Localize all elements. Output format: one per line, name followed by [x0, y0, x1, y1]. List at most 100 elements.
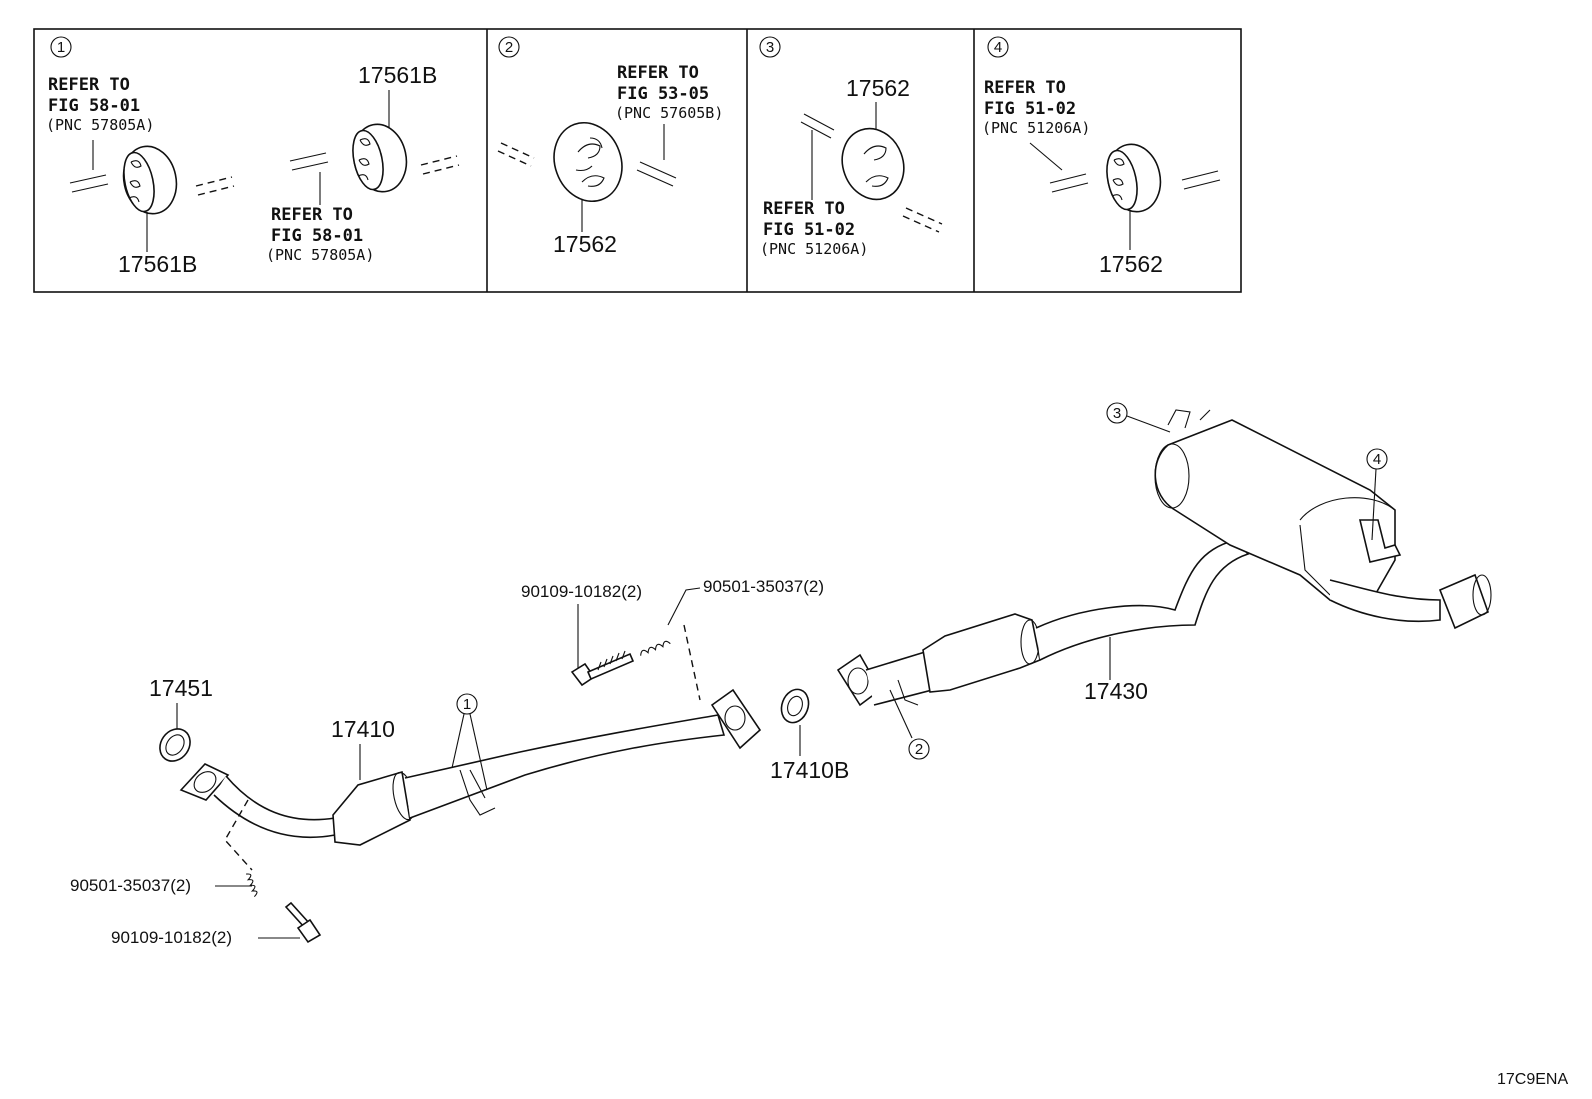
leader-line [1371, 468, 1377, 541]
refer-pnc: (PNC 57805A) [266, 246, 374, 264]
callout-number: 2 [915, 741, 923, 758]
refer-label: REFER TO [617, 63, 699, 83]
callout-circle [50, 36, 72, 58]
alignment-line [683, 624, 701, 701]
callout-number: 2 [505, 39, 513, 56]
part-number-90501-35037: 90501-35037(2) [703, 577, 824, 596]
callout-3: 3 [1106, 402, 1171, 433]
rubber-hanger-icon [553, 121, 623, 203]
flange-icon [179, 763, 230, 801]
leader-line [1029, 142, 1063, 171]
rubber-hanger-icon [352, 123, 408, 193]
leader-line [469, 713, 488, 791]
callout-number: 1 [463, 696, 471, 713]
hanger-rod [1049, 173, 1089, 193]
pipe-section [1035, 539, 1250, 661]
part-number-17561b: 17561B [358, 62, 437, 88]
rubber-hanger-icon [841, 127, 905, 201]
hanger-rod [69, 174, 109, 193]
refer-pnc: (PNC 51206A) [982, 119, 1090, 137]
pipe-section [404, 714, 726, 819]
callout-circle [987, 36, 1009, 58]
callout-number: 3 [1113, 405, 1121, 422]
detail-panels [33, 28, 1242, 293]
hanger-rod [800, 113, 835, 139]
callout-4: 4 [1366, 448, 1388, 541]
refer-pnc: (PNC 51206A) [760, 240, 868, 258]
refer-label: REFER TO [763, 199, 845, 219]
front-pipe-17410: 17410 [179, 688, 762, 846]
gasket-ring-icon [780, 688, 810, 724]
spring-icon [246, 873, 258, 898]
callout-circle [1366, 448, 1388, 470]
leader-line [451, 713, 465, 769]
refer-label: REFER TO [48, 75, 130, 95]
hanger-rod-dashed [902, 207, 943, 233]
pipe-section [865, 650, 933, 706]
refer-label: REFER TO [984, 78, 1066, 98]
refer-label: REFER TO [271, 205, 353, 225]
hanger-bracket [459, 769, 496, 816]
callout-number: 1 [57, 39, 65, 56]
part-number-90109-10182: 90109-10182(2) [521, 582, 642, 601]
refer-fig: FIG 51-02 [763, 220, 855, 240]
part-number-90109-10182: 90109-10182(2) [111, 928, 232, 947]
rubber-hanger-icon [1106, 143, 1162, 213]
hanger-rod-dashed [195, 176, 235, 196]
part-number-17561b: 17561B [118, 251, 197, 277]
callout-circle [1106, 402, 1128, 424]
part-number-17410b: 17410B [770, 757, 849, 783]
part-number-17562: 17562 [1099, 251, 1163, 277]
callout-2: 2 [889, 689, 930, 760]
detail-frame [33, 28, 1242, 293]
gasket-17410b: 17410B [770, 688, 849, 783]
tail-tip-icon [1438, 573, 1489, 630]
panel-2: 2 REFER TO FIG 53-05 (PNC 57605B) 17562 [497, 36, 723, 257]
leader-line [1126, 415, 1171, 433]
alignment-line [224, 799, 253, 871]
flange-icon [710, 688, 762, 750]
callout-circle [759, 36, 781, 58]
gasket-17451: 17451 [149, 675, 213, 762]
hanger-rod-dashed [497, 142, 535, 167]
callout-circle [498, 36, 520, 58]
part-number-17410: 17410 [331, 716, 395, 742]
pipe-section [213, 775, 336, 839]
callout-circle [908, 738, 930, 760]
callout-circle [456, 693, 478, 715]
part-number-17562: 17562 [553, 231, 617, 257]
refer-pnc: (PNC 57805A) [46, 116, 154, 134]
catalytic-converter-icon [332, 770, 411, 846]
leader-line [889, 689, 913, 739]
leader-line [667, 587, 701, 626]
hanger-rod-dashed [420, 155, 460, 175]
spring-icon [640, 640, 671, 656]
bolt-icon [570, 650, 635, 687]
tailpipe-assembly-17430: 17430 [836, 409, 1492, 707]
callout-number: 4 [994, 39, 1002, 56]
lower-fasteners: 90501-35037(2) 90109-10182(2) [70, 799, 322, 947]
hanger-rod [636, 161, 677, 187]
upper-fasteners: 90109-10182(2) 90501-35037(2) [521, 577, 824, 701]
bolt-icon [284, 901, 322, 944]
panel-3: 3 17562 REFER TO FIG 51-02 (PNC 51206A) [759, 36, 943, 258]
part-number-17451: 17451 [149, 675, 213, 701]
refer-fig: FIG 51-02 [984, 99, 1076, 119]
panel-1: 1 REFER TO FIG 58-01 (PNC 57805A) 17561B… [46, 36, 460, 277]
hanger-rod [1181, 170, 1221, 190]
hanger-rod [289, 152, 329, 171]
part-number-90501-35037: 90501-35037(2) [70, 876, 191, 895]
diagram-code: 17C9ENA [1497, 1071, 1568, 1088]
hanger-bracket [1167, 409, 1211, 429]
refer-pnc: (PNC 57605B) [615, 104, 723, 122]
hanger-bracket [897, 679, 919, 706]
refer-fig: FIG 58-01 [271, 226, 363, 246]
panel-4: 4 REFER TO FIG 51-02 (PNC 51206A) 17562 [982, 36, 1221, 277]
refer-fig: FIG 53-05 [617, 84, 709, 104]
rubber-hanger-icon [122, 145, 178, 215]
callout-number: 4 [1373, 451, 1381, 468]
gasket-ring-icon [159, 728, 191, 762]
callout-1: 1 [451, 693, 488, 791]
part-number-17430: 17430 [1084, 678, 1148, 704]
